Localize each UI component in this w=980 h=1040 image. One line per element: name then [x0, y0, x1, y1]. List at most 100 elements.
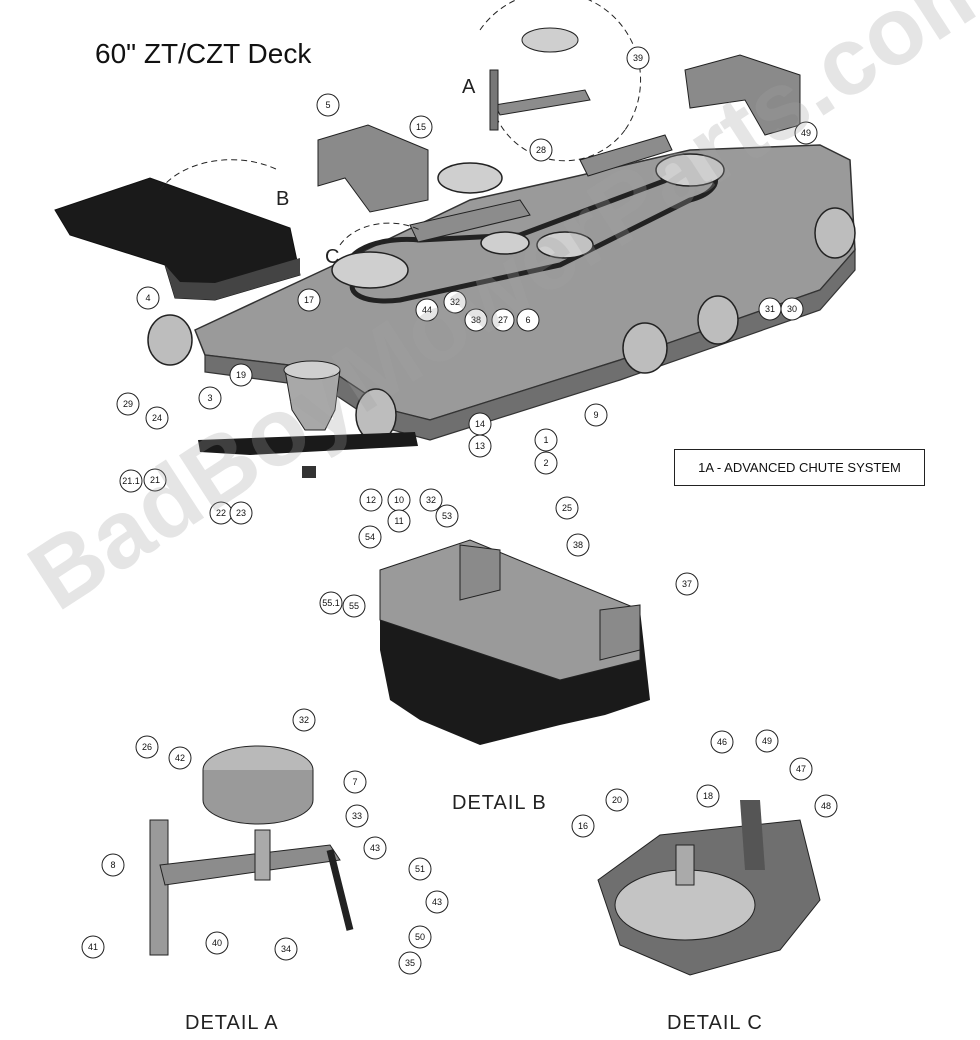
callout-label: 23	[236, 508, 246, 518]
mower-deck	[194, 144, 856, 441]
callout-label: 22	[216, 508, 226, 518]
callout-label: 4	[145, 293, 150, 303]
callout-label: 32	[299, 715, 309, 725]
advanced-chute-system	[379, 539, 650, 745]
callout-label: 37	[682, 579, 692, 589]
callout-22: 22	[209, 501, 233, 525]
callout-16: 16	[571, 814, 595, 838]
callout-label: 51	[415, 864, 425, 874]
callout-2: 2	[534, 451, 558, 475]
callout-33: 33	[345, 804, 369, 828]
callout-29: 29	[116, 392, 140, 416]
callout-14: 14	[468, 412, 492, 436]
pulleys	[331, 153, 725, 289]
callout-label: 54	[365, 532, 375, 542]
callout-label: 27	[498, 315, 508, 325]
callout-44: 44	[415, 298, 439, 322]
callout-label: 49	[762, 736, 772, 746]
callout-label: 31	[765, 304, 775, 314]
callout-label: 29	[123, 399, 133, 409]
callout-15: 15	[409, 115, 433, 139]
callout-24: 24	[145, 406, 169, 430]
callout-26: 26	[135, 735, 159, 759]
callout-37: 37	[675, 572, 699, 596]
callout-4: 4	[136, 286, 160, 310]
detail-a-letter: A	[462, 76, 477, 98]
callout-55: 55	[342, 594, 366, 618]
callout-label: 44	[422, 305, 432, 315]
callout-46: 46	[710, 730, 734, 754]
detail-a-assembly	[149, 745, 354, 956]
callout-label: 38	[471, 315, 481, 325]
callout-label: 49	[801, 128, 811, 138]
callout-label: 8	[110, 860, 115, 870]
callout-43: 43	[363, 836, 387, 860]
callout-21: 21	[143, 468, 167, 492]
callout-21.1: 21.1	[119, 469, 143, 493]
callout-7: 7	[343, 770, 367, 794]
callout-27: 27	[491, 308, 515, 332]
callout-label: 3	[207, 393, 212, 403]
callout-5: 5	[316, 93, 340, 117]
callout-41: 41	[81, 935, 105, 959]
detail-a-view	[479, 0, 642, 162]
callout-12: 12	[359, 488, 383, 512]
callout-48: 48	[814, 794, 838, 818]
callout-6: 6	[516, 308, 540, 332]
callout-label: 12	[366, 495, 376, 505]
callout-label: 14	[475, 419, 485, 429]
callout-label: 21.1	[122, 476, 140, 486]
callout-42: 42	[168, 746, 192, 770]
callout-40: 40	[205, 931, 229, 955]
callout-label: 9	[593, 410, 598, 420]
callout-label: 40	[212, 938, 222, 948]
callout-label: 39	[633, 53, 643, 63]
callout-34: 34	[274, 937, 298, 961]
callout-20: 20	[605, 788, 629, 812]
callout-label: 43	[432, 897, 442, 907]
callout-10: 10	[387, 488, 411, 512]
callout-label: 11	[394, 516, 403, 526]
callout-label: 1	[543, 435, 548, 445]
callout-label: 46	[717, 737, 727, 747]
callout-label: 28	[536, 145, 546, 155]
callout-label: 47	[796, 764, 806, 774]
callout-32: 32	[292, 708, 316, 732]
callout-39: 39	[626, 46, 650, 70]
callout-11: 11	[387, 509, 411, 533]
callout-label: 19	[236, 370, 246, 380]
callout-label: 21	[150, 475, 160, 485]
callout-49: 49	[794, 121, 818, 145]
callout-label: 55.1	[322, 598, 340, 608]
callout-label: 48	[821, 801, 831, 811]
callout-label: 18	[703, 791, 713, 801]
callout-label: 50	[415, 932, 425, 942]
callout-13: 13	[468, 434, 492, 458]
callout-25: 25	[555, 496, 579, 520]
callout-38: 38	[566, 533, 590, 557]
detail-b-arc	[159, 159, 279, 191]
callout-label: 10	[394, 495, 404, 505]
page-title: 60" ZT/CZT Deck	[95, 38, 312, 69]
callout-label: 25	[562, 503, 572, 513]
detail-a-label: DETAIL A	[185, 1012, 279, 1034]
detail-c-assembly	[597, 800, 821, 976]
callout-32: 32	[443, 290, 467, 314]
callout-17: 17	[297, 288, 321, 312]
callout-label: 35	[405, 958, 415, 968]
callout-label: 30	[787, 304, 797, 314]
callout-label: 32	[450, 297, 460, 307]
callout-label: 33	[352, 811, 362, 821]
idler-arms	[409, 134, 673, 243]
callout-label: 42	[175, 753, 185, 763]
callout-53: 53	[435, 504, 459, 528]
detail-c-letter: C	[325, 246, 341, 268]
callout-label: 41	[88, 942, 98, 952]
callout-49: 49	[755, 729, 779, 753]
callout-9: 9	[584, 403, 608, 427]
callout-label: 5	[325, 100, 330, 110]
mower-blade	[198, 432, 418, 455]
callout-8: 8	[101, 853, 125, 877]
